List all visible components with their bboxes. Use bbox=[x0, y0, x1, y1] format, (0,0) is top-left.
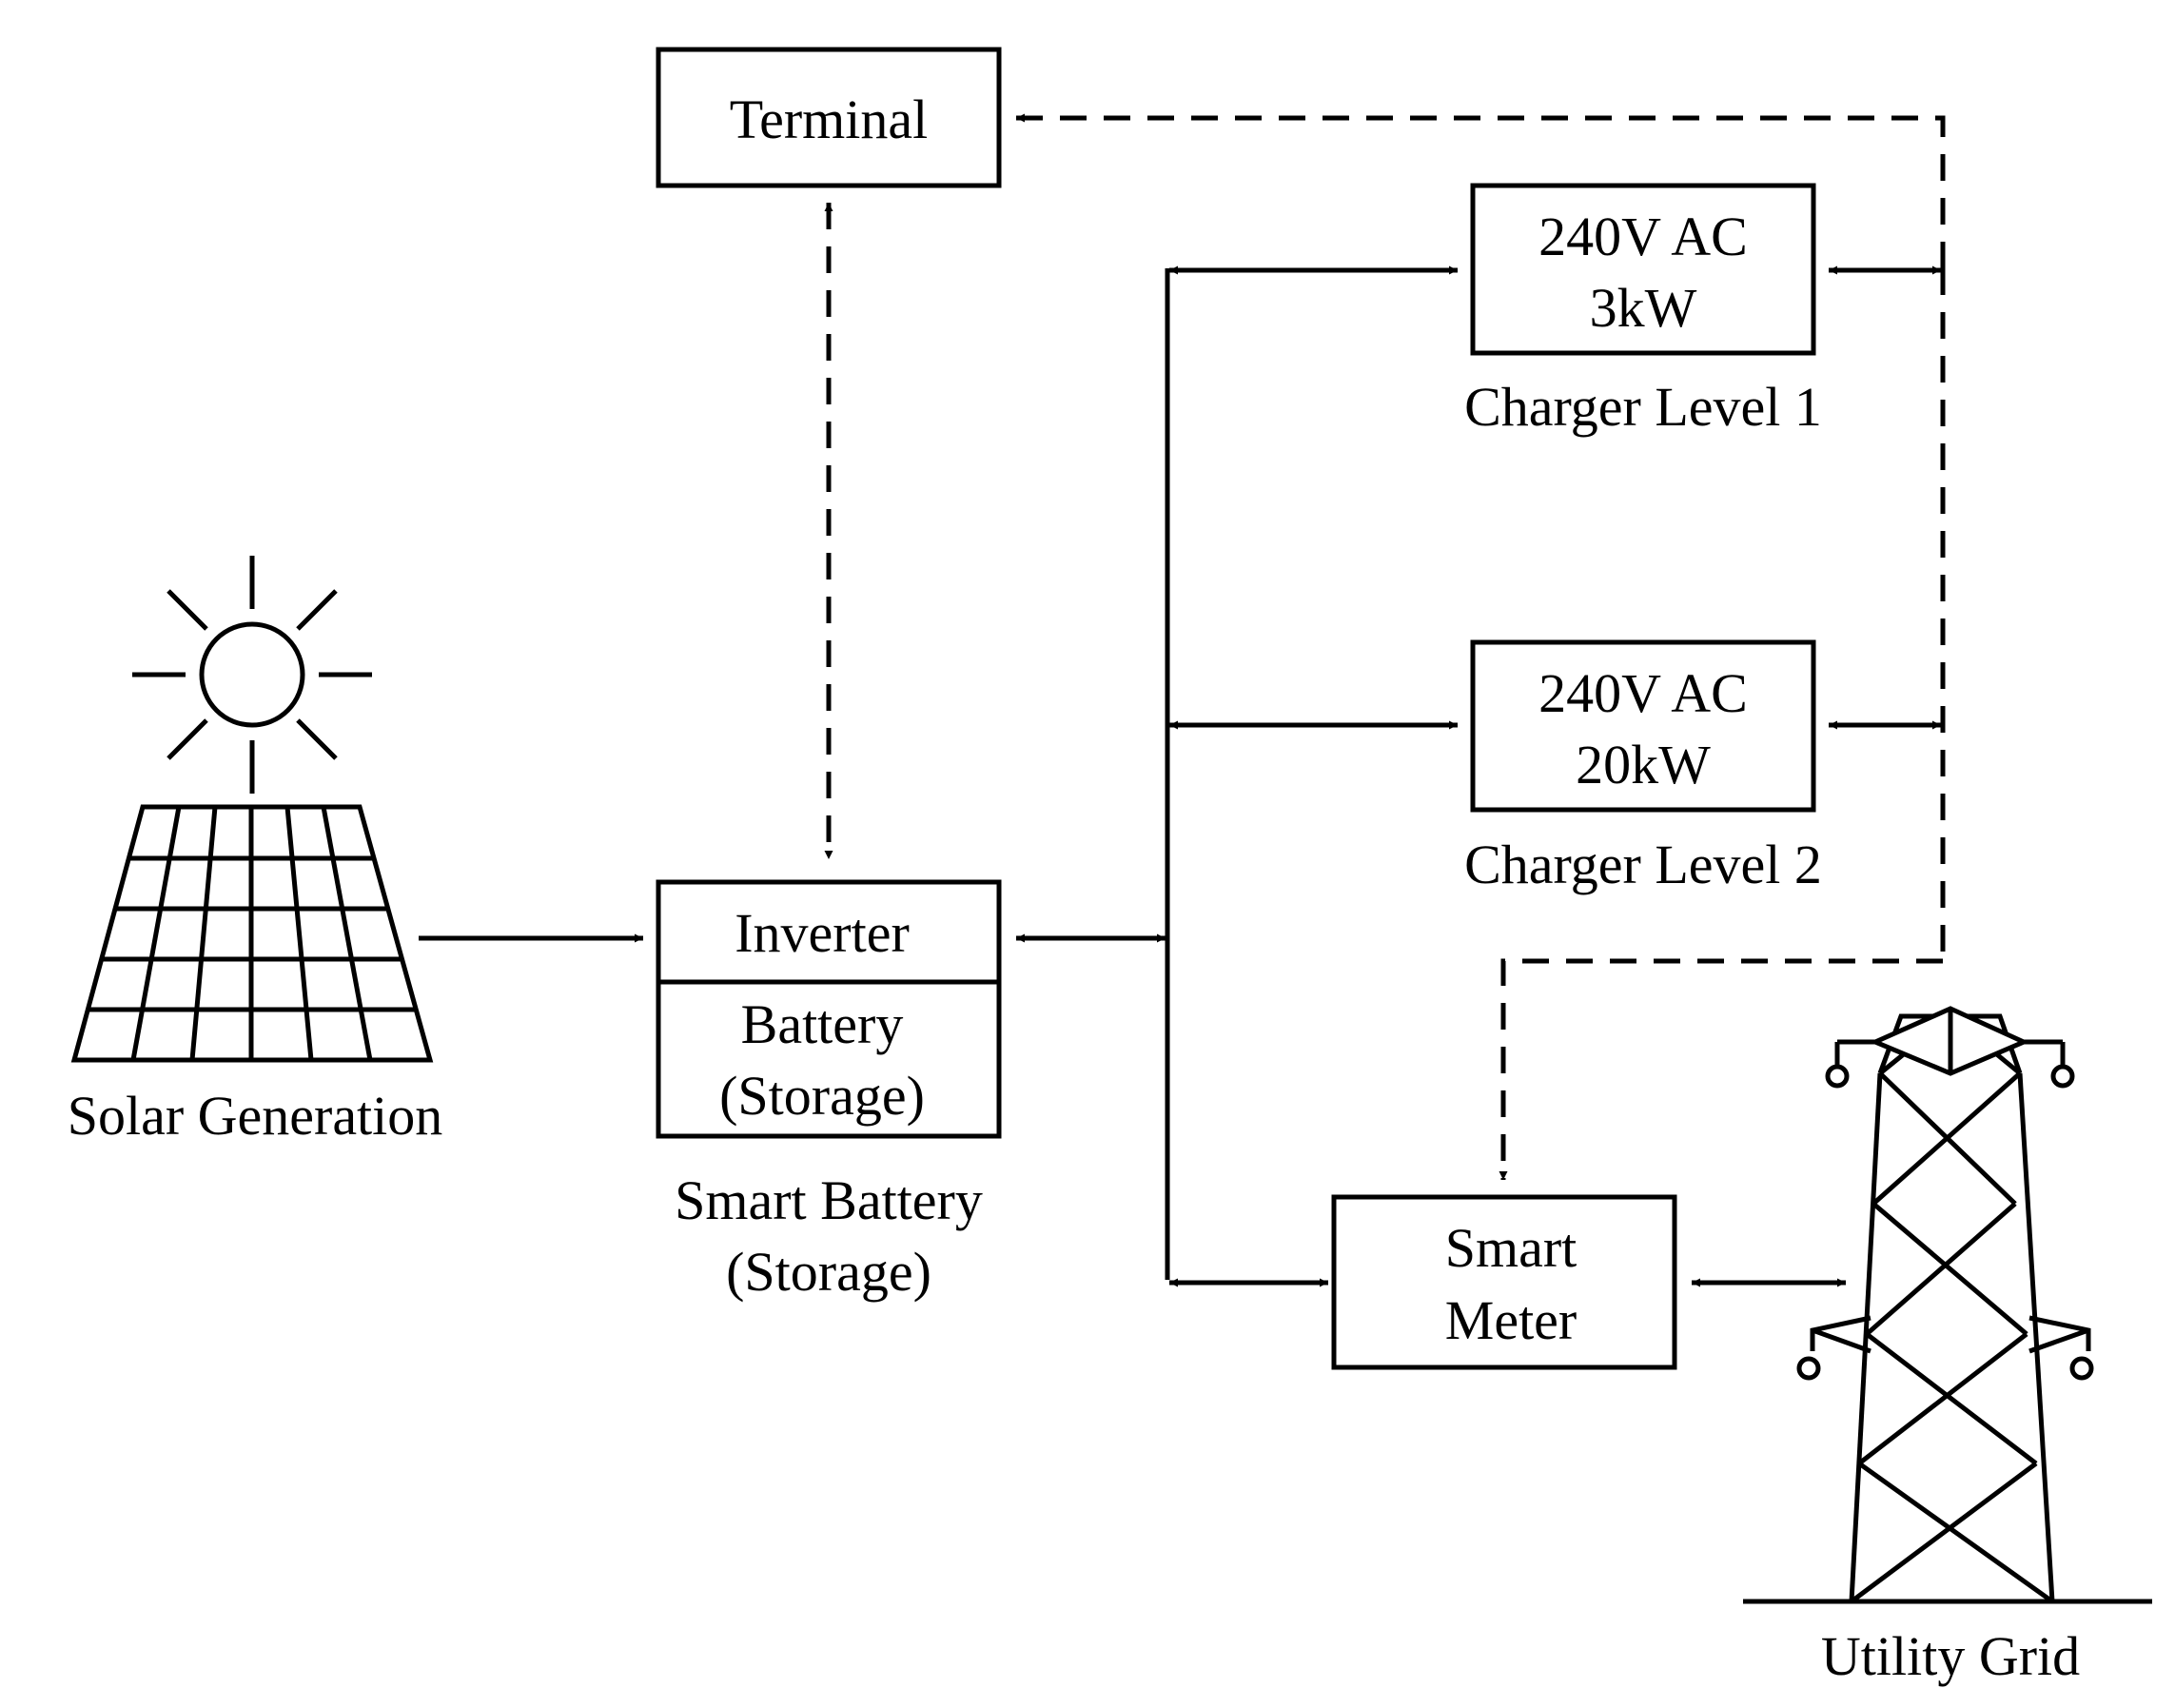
smart-battery-node: Inverter Battery (Storage) Smart Battery… bbox=[656, 879, 1002, 1303]
smart-meter-node: Smart Meter bbox=[1331, 1194, 1677, 1370]
power-connections bbox=[419, 265, 1941, 1287]
charger-level-1-node: 240V AC 3kW Charger Level 1 bbox=[1464, 183, 1822, 438]
comm-to-terminal-arrow bbox=[1016, 113, 1946, 268]
transmission-tower-icon bbox=[1743, 1006, 2152, 1604]
terminal-box bbox=[656, 47, 1002, 188]
smart-battery-box bbox=[656, 879, 1002, 1139]
battery-line1: Battery bbox=[741, 993, 904, 1055]
solar-generation-caption: Solar Generation bbox=[68, 1085, 443, 1147]
charger-2-caption: Charger Level 2 bbox=[1464, 834, 1822, 895]
smart-meter-line1: Smart bbox=[1445, 1217, 1577, 1279]
charger-1-line2: 3kW bbox=[1590, 277, 1697, 339]
inverter-label: Inverter bbox=[735, 902, 910, 964]
smart-meter-line2: Meter bbox=[1445, 1289, 1577, 1351]
communication-connections bbox=[824, 113, 1946, 1180]
solar-panel-icon bbox=[70, 804, 434, 1063]
terminal-node: Terminal bbox=[656, 47, 1002, 188]
charger-2-line1: 240V AC bbox=[1538, 662, 1748, 724]
charger-1-caption: Charger Level 1 bbox=[1464, 376, 1822, 438]
charger-1-box bbox=[1470, 183, 1816, 356]
smart-battery-caption-line2: (Storage) bbox=[726, 1241, 931, 1303]
charger-1-line1: 240V AC bbox=[1538, 206, 1748, 267]
utility-grid-node: Utility Grid bbox=[1743, 1006, 2152, 1687]
utility-grid-caption: Utility Grid bbox=[1821, 1625, 2080, 1687]
solar-generation-node: Solar Generation bbox=[68, 556, 443, 1147]
charger-2-line2: 20kW bbox=[1576, 734, 1711, 795]
battery-line2: (Storage) bbox=[719, 1065, 925, 1127]
smart-battery-caption-line1: Smart Battery bbox=[675, 1169, 983, 1231]
smart-meter-box bbox=[1331, 1194, 1677, 1370]
sun-icon bbox=[132, 556, 372, 794]
charger-2-box bbox=[1470, 639, 1816, 813]
terminal-label: Terminal bbox=[730, 88, 929, 150]
charger-level-2-node: 240V AC 20kW Charger Level 2 bbox=[1464, 639, 1822, 895]
comm-to-meter-arrow bbox=[1499, 958, 1943, 1180]
